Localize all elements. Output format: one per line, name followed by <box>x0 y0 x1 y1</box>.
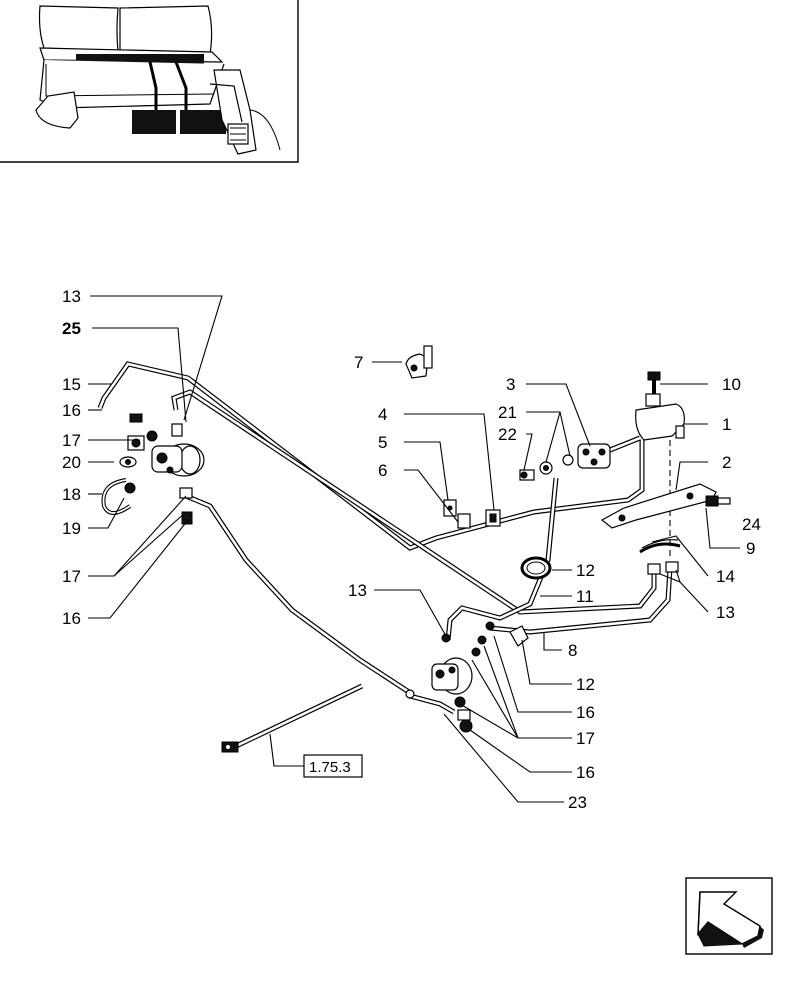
callout-25: 25 <box>62 319 81 338</box>
left-valve-assembly <box>101 413 205 525</box>
callout-22: 22 <box>498 425 517 444</box>
components <box>101 345 731 753</box>
callout-21: 21 <box>498 403 517 422</box>
valve-3 <box>519 443 611 481</box>
callout-9: 9 <box>746 539 755 558</box>
cable-end <box>221 741 239 753</box>
callout-2: 2 <box>722 453 731 472</box>
callout-8: 8 <box>568 641 577 660</box>
callout-17: 17 <box>62 567 81 586</box>
callout-6: 6 <box>378 461 387 480</box>
bracket-7 <box>405 345 433 379</box>
callout-24: 24 <box>742 515 761 534</box>
callout-13: 13 <box>716 603 735 622</box>
callout-15: 15 <box>62 375 81 394</box>
callout-5: 5 <box>378 433 387 452</box>
callout-16: 16 <box>62 609 81 628</box>
reference-label: 1.75.3 <box>309 759 351 776</box>
callout-18: 18 <box>62 485 81 504</box>
callout-20: 20 <box>62 453 81 472</box>
callout-19: 19 <box>62 519 81 538</box>
back-arrow-icon[interactable] <box>685 877 773 955</box>
callout-4: 4 <box>378 405 387 424</box>
callout-23: 23 <box>568 793 587 812</box>
hose-ends-13 <box>647 561 679 575</box>
callout-16: 16 <box>62 401 81 420</box>
location-inset <box>0 0 299 163</box>
callout-17: 17 <box>62 431 81 450</box>
callout-3: 3 <box>506 375 515 394</box>
clip-14 <box>639 539 681 554</box>
callout-16: 16 <box>576 703 595 722</box>
callout-13: 13 <box>62 287 81 306</box>
callout-16: 16 <box>576 763 595 782</box>
brake-pipes <box>97 361 673 751</box>
leader-lines <box>88 295 740 803</box>
callout-12: 12 <box>576 561 595 580</box>
callout-13: 13 <box>348 581 367 600</box>
callout-11: 11 <box>576 587 594 606</box>
callout-14: 14 <box>716 567 735 586</box>
callout-17: 17 <box>576 729 595 748</box>
callout-10: 10 <box>722 375 741 394</box>
callout-7: 7 <box>354 353 363 372</box>
callout-1: 1 <box>722 415 731 434</box>
lower-valve-assembly <box>405 621 529 733</box>
reference-box[interactable]: 1.75.3 <box>303 754 363 778</box>
callout-labels: 13 25 15 16 17 20 18 19 17 16 7 4 5 6 3 … <box>62 287 761 812</box>
clamp-12 <box>520 556 552 580</box>
bracket-2 <box>600 483 717 529</box>
screw-24 <box>705 495 731 507</box>
clips-4-5-6 <box>443 499 501 529</box>
callout-12: 12 <box>576 675 595 694</box>
